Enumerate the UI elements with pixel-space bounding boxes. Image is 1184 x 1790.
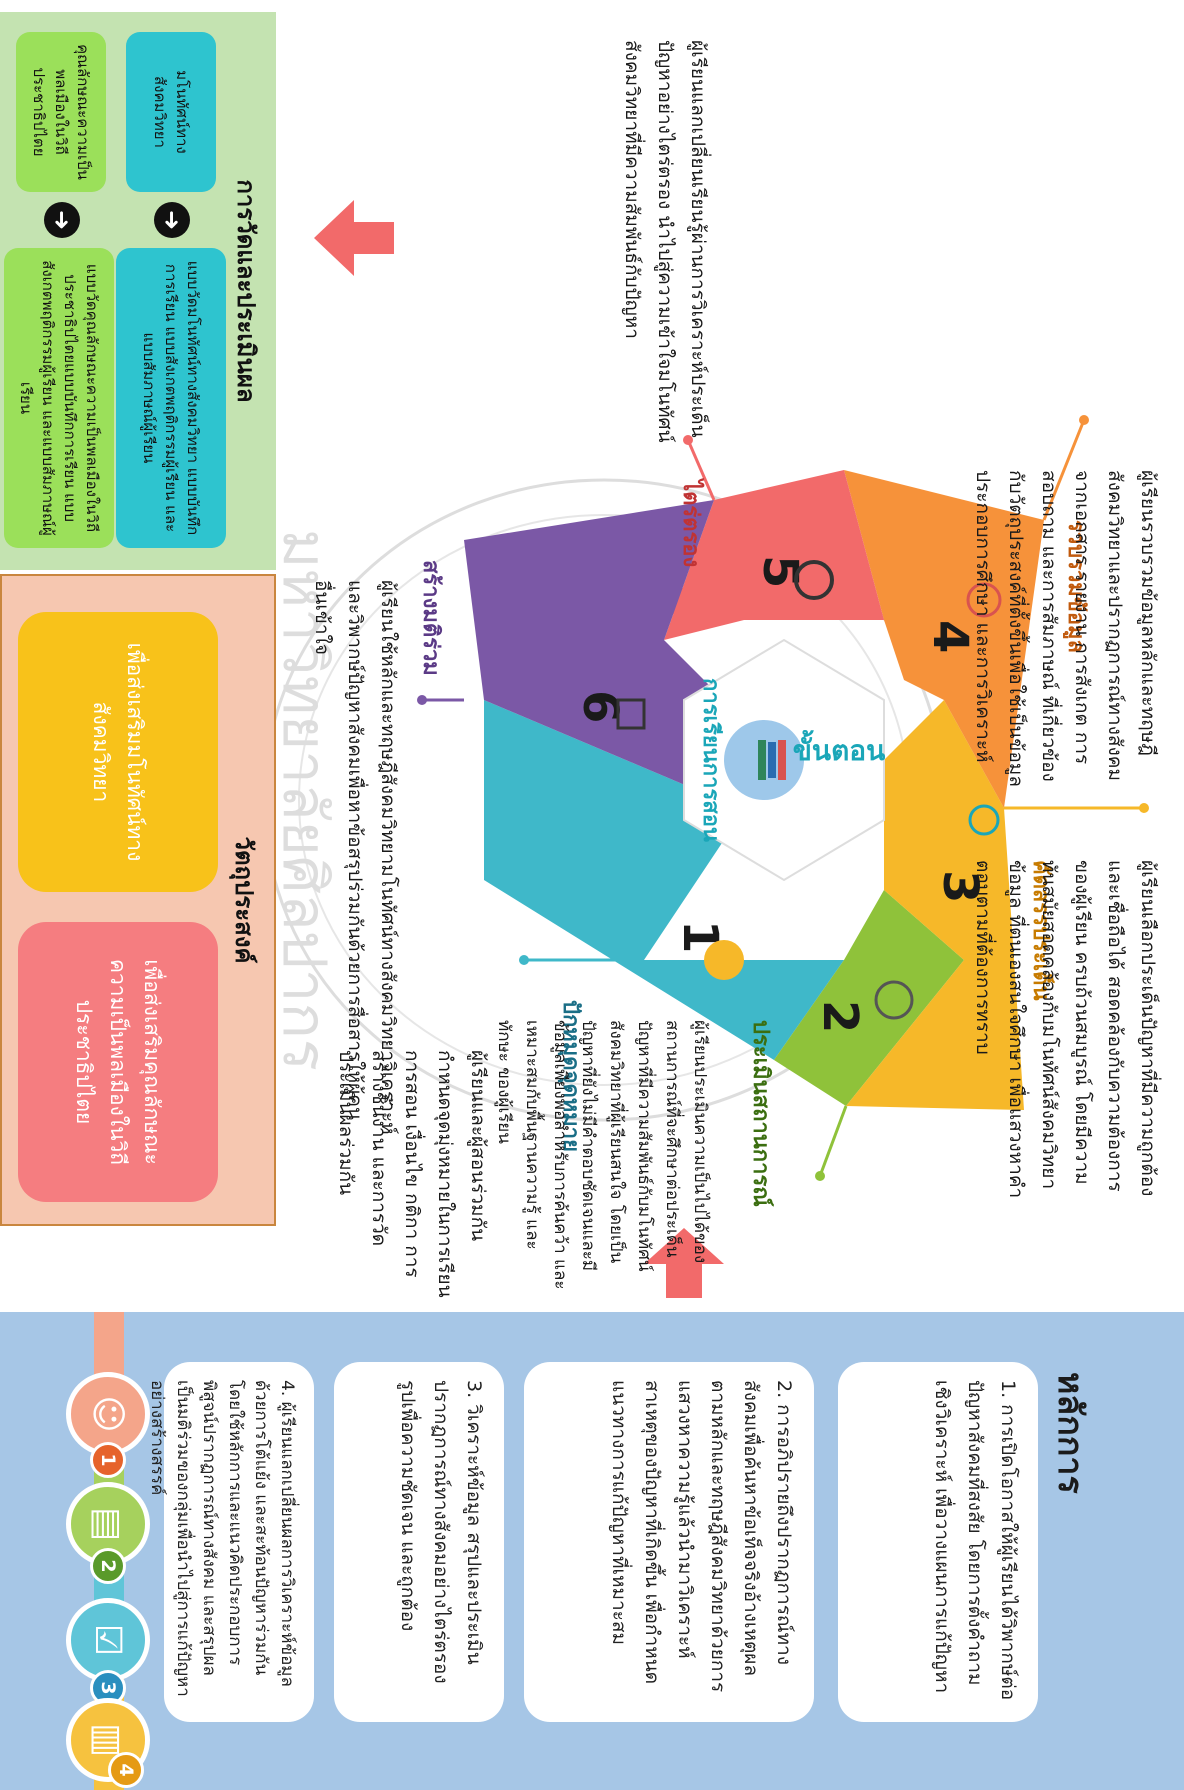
watermark-text: มหาวิทยาลัยศิลปากร	[269, 529, 339, 1071]
book-2	[768, 742, 776, 778]
book-3	[758, 740, 766, 780]
evaluation-tool-text: แบบวัดมโนทัศน์ทางสังคมวิทยา แบบบันทึกการ…	[140, 260, 202, 536]
evaluation-tool-2: แบบวัดคุณลักษณะความเป็นพลเมืองในวิถีประช…	[4, 248, 114, 548]
step-label-1: ปักหมุดจุดหมาย	[557, 1000, 583, 1152]
right-arrow-icon: ➜	[154, 202, 190, 238]
step-number-4: 4	[922, 620, 978, 653]
objective-item-2: เพื่อส่งเสริมคุณลักษณะความเป็นพลเมืองในว…	[18, 922, 218, 1202]
sector-2	[774, 890, 964, 1106]
sector-4	[844, 470, 1044, 808]
presentation-chart-icon	[616, 698, 646, 730]
magnifier-document-icon	[966, 582, 1002, 618]
objective-item-1: เพื่อส่งเสริมมโนทัศน์ทางสังคมวิทยา	[18, 612, 218, 892]
leader-line-4	[1042, 419, 1086, 521]
step-label-4: รวบรวมข้อมูล	[1062, 520, 1088, 653]
principle-item-1: 1. การเปิดโอกาสให้ผู้เรียนได้วิพากษ์ต่อป…	[838, 1362, 1038, 1722]
objective-text: เพื่อส่งเสริมมโนทัศน์ทางสังคมวิทยา	[89, 642, 147, 862]
principle-text: 1. การเปิดโอกาสให้ผู้เรียนได้วิพากษ์ต่อป…	[931, 1380, 1019, 1701]
flow-arrow-to-evaluation	[314, 200, 394, 276]
principle-item-2: 2. การอภิปรายถึงปรากฏการณ์ทางสังคมเพื่อค…	[524, 1362, 814, 1722]
step-desc-3: ผู้เรียนเลือกประเด็นปัญหาที่มีความถูกต้อ…	[972, 860, 1159, 1199]
leader-dot-1	[519, 955, 529, 965]
step-desc-5: ผู้เรียนแลกเปลี่ยนเรียนรู้ผ่านการวิเคราะ…	[621, 40, 709, 443]
head-gears-icon	[874, 980, 914, 1020]
evaluation-target-text: มโนทัศน์ทางสังคมวิทยา	[151, 70, 191, 154]
sector-3	[846, 700, 1024, 1110]
evaluation-panel: การวัดและประเมินผล มโนทัศน์ทางสังคมวิทยา…	[0, 12, 276, 570]
leader-dot-2	[815, 1171, 825, 1181]
principles-title: หลักการ	[1050, 1372, 1090, 1494]
leader-dot-5	[683, 435, 693, 445]
leader-line-5	[686, 439, 716, 501]
leader-dot-6	[417, 695, 427, 705]
steps-hexagon: ขั้นตอน การเรียนการสอน 1 2 3 4 5 6 ปักหม…	[417, 415, 1149, 1207]
step-desc-4: ผู้เรียนรวบรวมข้อมูลหลักและทฤษฎีสังคมวิท…	[972, 470, 1159, 787]
evaluation-title: การวัดและประเมินผล	[232, 179, 260, 403]
evaluation-target-1: มโนทัศน์ทางสังคมวิทยา	[126, 32, 216, 192]
flow-arrow-principles-to-steps	[644, 1228, 724, 1298]
principle-text: 3. วิเคราะห์ข้อมูล สรุปและประเมินปรากฏกา…	[397, 1380, 485, 1684]
step-number-6: 6	[572, 690, 628, 723]
book-1	[778, 740, 786, 780]
leader-dot-3	[1139, 803, 1149, 813]
step-desc-2: ผู้เรียนประเมินความเป็นไปได้ของสถานการณ์…	[494, 1020, 710, 1290]
cycle-arrows-icon	[794, 560, 834, 600]
principle-text: 4. ผู้เรียนแลกเปลี่ยนผลการวิเคราะห์ข้อมู…	[147, 1380, 297, 1697]
leader-line-2	[818, 1105, 848, 1177]
principle-item-3: 3. วิเคราะห์ข้อมูล สรุปและประเมินปรากฏกา…	[334, 1362, 504, 1722]
step-label-2: ประเมินสถานการณ์	[748, 1020, 774, 1207]
sector-5	[664, 470, 884, 640]
leader-dot-4	[1079, 415, 1089, 425]
objectives-panel: วัตถุประสงค์ เพื่อส่งเสริมมโนทัศน์ทางสัง…	[0, 574, 276, 1226]
evaluation-tool-1: แบบวัดมโนทัศน์ทางสังคมวิทยา แบบบันทึกการ…	[116, 248, 226, 548]
objectives-title: วัตถุประสงค์	[230, 836, 258, 964]
timeline-number-1: 1	[90, 1442, 126, 1478]
principles-panel: หลักการ 1. การเปิดโอกาสให้ผู้เรียนได้วิพ…	[0, 1312, 1184, 1790]
sector-1	[484, 700, 844, 1060]
right-arrow-icon: ➜	[44, 202, 80, 238]
timeline-number-4: 4	[108, 1752, 144, 1788]
step-number-3: 3	[932, 870, 988, 903]
step-label-6: สร้างมติร่วม	[418, 560, 443, 676]
step-label-5: ไตร่ตรอง	[678, 478, 705, 567]
evaluation-tool-text: แบบวัดคุณลักษณะความเป็นพลเมืองในวิถีประช…	[17, 260, 101, 536]
principle-text: 2. การอภิปรายถึงปรากฏการณ์ทางสังคมเพื่อค…	[608, 1380, 795, 1693]
center-title: ขั้นตอน	[793, 729, 885, 767]
principle-item-4: 4. ผู้เรียนแลกเปลี่ยนผลการวิเคราะห์ข้อมู…	[147, 1362, 314, 1722]
evaluation-target-2: คุณลักษณะความเป็นพลเมืองในวิถีประชาธิปไต…	[16, 32, 106, 192]
objective-text: เพื่อส่งเสริมคุณลักษณะความเป็นพลเมืองในว…	[72, 958, 164, 1166]
timeline-number-2: 2	[90, 1548, 126, 1584]
step-number-2: 2	[812, 1000, 868, 1033]
hand-network-icon	[968, 804, 1000, 836]
step-label-3: คัดสรรประเด็น	[1028, 860, 1056, 1001]
sector-6	[464, 500, 744, 810]
teamwork-icon	[704, 940, 744, 980]
evaluation-target-text: คุณลักษณะความเป็นพลเมืองในวิถีประชาธิปไต…	[30, 44, 92, 180]
step-desc-6: ผู้เรียนใช้หลักและทฤษฎีสังคมวิทยามโนทัศน…	[311, 580, 399, 1135]
center-subtitle: การเรียนการสอน	[698, 678, 723, 842]
